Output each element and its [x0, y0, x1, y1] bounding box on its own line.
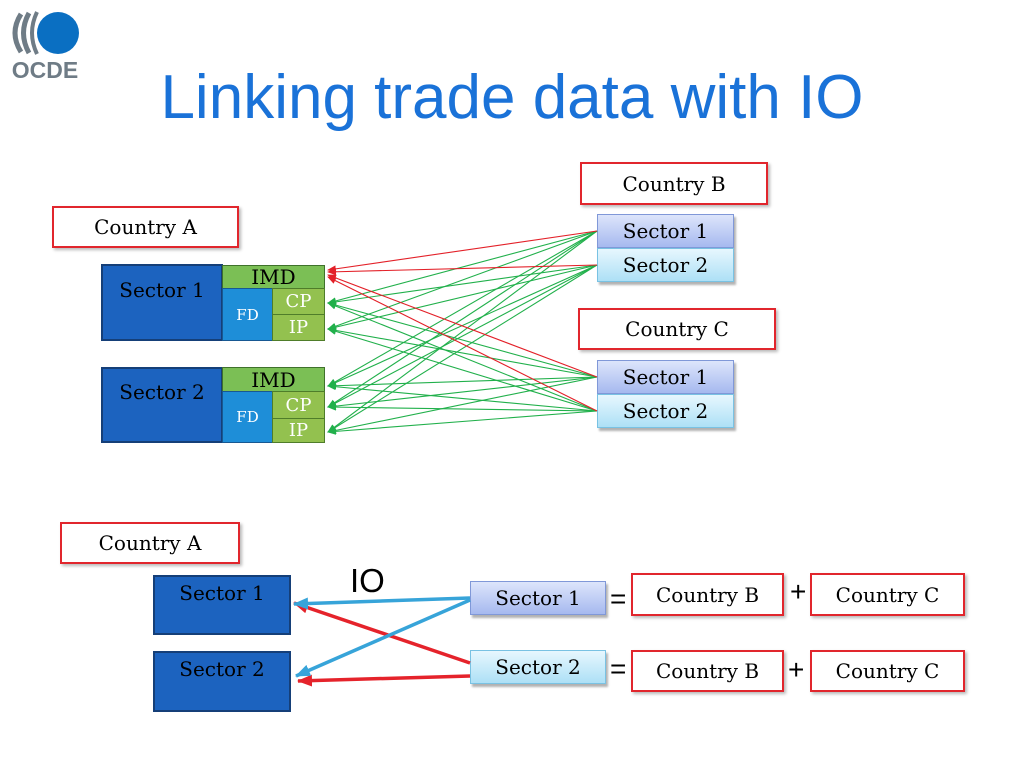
- trade-flow-arrow-green: [327, 403, 598, 412]
- trade-flow-arrow-green: [327, 302, 598, 412]
- io-arrow-red: [293, 601, 471, 665]
- logo-arc-icon: [12, 12, 24, 54]
- sector-1-imd-label: IMD: [251, 265, 296, 289]
- sector-2-ip-label: IP: [288, 420, 309, 441]
- country-c-sector-2-label: Sector 2: [622, 399, 709, 423]
- sector-2-ip-cell: IP: [272, 418, 325, 443]
- sector-1-imd-cell: IMD: [222, 265, 325, 289]
- row-2-country-b-label: Country B: [655, 659, 760, 683]
- trade-flow-arrow-green: [327, 326, 598, 378]
- ocde-logo: OCDE: [12, 11, 79, 83]
- trade-flow-arrow-red: [327, 230, 598, 273]
- row-2-country-c-box: Country C: [810, 650, 965, 692]
- trade-flow-arrow-green: [327, 264, 598, 387]
- sector-1-fd-label: FD: [236, 305, 259, 324]
- country-a-sector-1-label: Sector 1: [119, 278, 205, 302]
- country-a-sector-1: Sector 1: [101, 264, 223, 341]
- trade-flow-arrow-green: [327, 264, 598, 433]
- io-target-sector-2-label: Sector 2: [179, 657, 265, 681]
- country-b-sector-2-label: Sector 2: [622, 253, 709, 277]
- country-b-sector-1-label: Sector 1: [622, 219, 709, 243]
- io-source-sector-1: Sector 1: [470, 581, 606, 615]
- sector-2-cp-cell: CP: [272, 391, 325, 419]
- sector-2-imd-label: IMD: [251, 367, 296, 392]
- sector-1-cp-label: CP: [285, 291, 312, 312]
- row-1-country-b-label: Country B: [655, 582, 760, 607]
- trade-flow-arrow-green: [327, 264, 598, 306]
- logo-arc-icon: [30, 11, 39, 55]
- logo-text: OCDE: [12, 57, 78, 83]
- io-arrow-red: [297, 674, 471, 687]
- top-country-b-label: Country B: [622, 171, 726, 196]
- trade-flow-arrow-green: [327, 230, 598, 408]
- trade-flow-arrow-red: [327, 276, 598, 412]
- row-2-country-c-label: Country C: [835, 659, 940, 683]
- country-a-sector-2: Sector 2: [101, 367, 223, 443]
- trade-flow-arrow-green: [327, 383, 598, 412]
- trade-flow-arrow-green: [327, 376, 598, 390]
- sector-1-ip-label: IP: [288, 317, 309, 338]
- trade-flow-arrow-red: [327, 274, 598, 378]
- country-c-sector-1-label: Sector 1: [622, 365, 709, 389]
- trade-flow-arrow-green: [327, 230, 598, 387]
- sector-2-cp-label: CP: [285, 394, 312, 416]
- trade-flow-arrow-green: [327, 327, 598, 412]
- sector-1-ip-cell: IP: [272, 314, 325, 341]
- page-title: Linking trade data with IO: [160, 63, 864, 132]
- country-c-sector-1: Sector 1: [597, 360, 734, 394]
- top-country-a-box: Country A: [52, 206, 239, 248]
- bottom-country-a-label: Country A: [98, 531, 202, 555]
- plus-sign: +: [790, 576, 807, 607]
- row-1-country-b-box: Country B: [631, 573, 784, 616]
- trade-flow-arrow-green: [327, 376, 598, 434]
- logo-arc-icon: [21, 11, 32, 55]
- top-country-b-box: Country B: [580, 162, 768, 205]
- sector-2-fd-cell: FD: [222, 391, 273, 443]
- plus-sign: +: [788, 654, 805, 685]
- row-1-country-c-label: Country C: [835, 582, 940, 607]
- sector-1-cp-cell: CP: [272, 288, 325, 315]
- country-b-sector-1: Sector 1: [597, 214, 734, 248]
- row-1-country-c-box: Country C: [810, 573, 965, 616]
- trade-flow-arrow-green: [327, 376, 598, 410]
- trade-flow-arrow-green: [327, 230, 598, 330]
- row-2-country-b-box: Country B: [631, 650, 784, 692]
- country-b-sector-2: Sector 2: [597, 248, 734, 282]
- country-a-sector-2-label: Sector 2: [119, 380, 205, 404]
- sector-2-imd-cell: IMD: [222, 367, 325, 392]
- trade-flow-arrow-green: [327, 410, 598, 435]
- logo-circle-icon: [37, 12, 79, 54]
- trade-flow-arrow-red: [327, 264, 598, 276]
- trade-flow-arrow-green: [327, 264, 598, 408]
- io-source-sector-2-label: Sector 2: [495, 655, 581, 679]
- io-label: IO: [350, 562, 385, 599]
- trade-flow-arrow-green: [327, 230, 598, 433]
- country-c-sector-2: Sector 2: [597, 394, 734, 428]
- io-arrow-blue: [295, 598, 471, 678]
- io-target-sector-1-label: Sector 1: [179, 581, 265, 605]
- trade-flow-arrow-green: [327, 264, 598, 331]
- top-country-c-box: Country C: [578, 308, 776, 350]
- equals-sign: =: [610, 653, 627, 684]
- sector-2-fd-label: FD: [236, 408, 259, 426]
- sector-1-fd-cell: FD: [222, 288, 273, 341]
- trade-flow-arrow-green: [327, 230, 598, 305]
- io-target-sector-1: Sector 1: [153, 575, 291, 635]
- io-source-sector-1-label: Sector 1: [495, 586, 581, 610]
- top-country-a-label: Country A: [94, 215, 197, 239]
- io-target-sector-2: Sector 2: [153, 651, 291, 712]
- top-country-c-label: Country C: [625, 317, 729, 341]
- bottom-country-a-box: Country A: [60, 522, 240, 564]
- equals-sign: =: [610, 583, 627, 614]
- trade-flow-arrow-green: [327, 301, 598, 378]
- io-source-sector-2: Sector 2: [470, 650, 606, 684]
